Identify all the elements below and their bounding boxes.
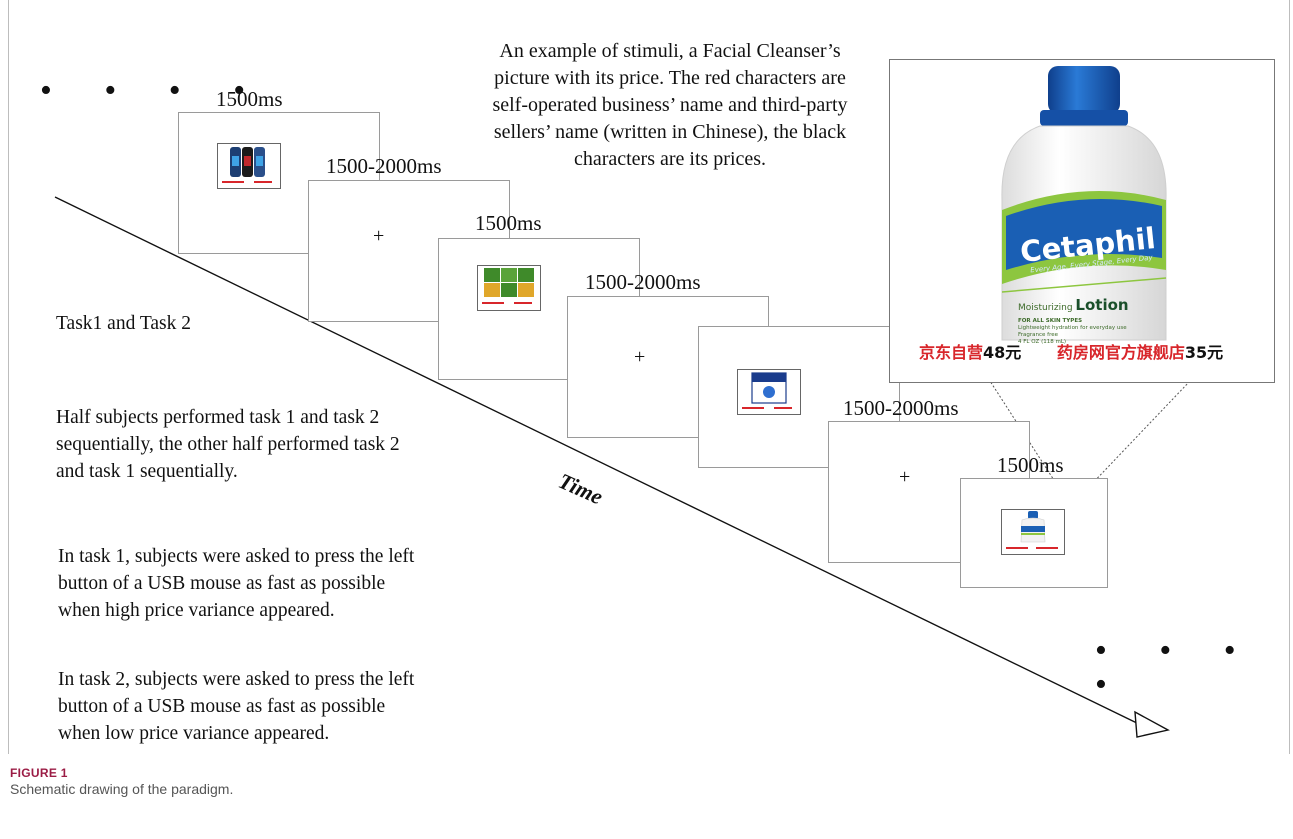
- task1-line: when high price variance appeared.: [58, 600, 335, 621]
- timeline-arrowhead: [1134, 710, 1170, 738]
- task2-line: In task 2, subjects were asked to press …: [58, 669, 415, 690]
- task1-line: button of a USB mouse as fast as possibl…: [58, 573, 386, 594]
- task1-text: In task 1, subjects were asked to press …: [58, 543, 414, 624]
- duration-label: 1500ms: [997, 453, 1064, 477]
- task-order-text: Half subjects performed task 1 and task …: [56, 404, 400, 485]
- fragrance-text: Fragrance free: [1018, 332, 1059, 338]
- product-box-icon: [742, 372, 792, 409]
- task-order-line: Half subjects performed task 1 and task …: [56, 407, 380, 428]
- product-name: Lotion: [1075, 296, 1129, 314]
- duration-label: 1500-2000ms: [585, 270, 701, 294]
- snack-icon: [482, 268, 534, 304]
- product-small-text: FOR ALL SKIN TYPES Lightweight hydration…: [1018, 318, 1127, 346]
- price-line: 京东自营48元 药房网官方旗舰店35元: [919, 339, 1223, 363]
- task2-line: when low price variance appeared.: [58, 723, 330, 744]
- product-line: Moisturizing Lotion: [1018, 296, 1129, 314]
- shower-gel-icon: [222, 147, 272, 183]
- task-order-line: and task 1 sequentially.: [56, 461, 238, 482]
- hydration-text: Lightweight hydration for everyday use: [1018, 325, 1127, 331]
- description-line: picture with its price. The red characte…: [494, 67, 846, 89]
- seller-third-party: 药房网官方旗舰店: [1056, 343, 1185, 362]
- fixation-cross: +: [373, 225, 385, 247]
- task1-line: In task 1, subjects were asked to press …: [58, 546, 415, 567]
- task-heading: Task1 and Task 2: [56, 313, 192, 334]
- figure-frame: [8, 0, 1290, 754]
- zoomed-stimulus: Cetaphil Every Age, Every Stage, Every D…: [889, 59, 1275, 383]
- duration-label: 1500-2000ms: [843, 396, 959, 420]
- description-line: An example of stimuli, a Facial Cleanser…: [499, 40, 841, 62]
- ellipsis-end: • • • •: [1095, 632, 1258, 703]
- timeline-line: [54, 196, 1144, 727]
- description-line: sellers’ name (written in Chinese), the …: [493, 121, 847, 143]
- product-line-text: Moisturizing: [1018, 303, 1073, 313]
- skin-types-text: FOR ALL SKIN TYPES: [1018, 318, 1083, 324]
- figure-caption: Schematic drawing of the paradigm.: [10, 781, 234, 797]
- fixation-cross: +: [634, 346, 646, 368]
- ellipsis-start: • • • •: [40, 72, 268, 109]
- duration-label: 1500ms: [475, 211, 542, 235]
- product-thumbnail: [217, 143, 281, 189]
- fixation-cross: +: [899, 466, 911, 488]
- price-third-party: 35元: [1184, 343, 1224, 362]
- product-thumbnail: [477, 265, 541, 311]
- description-line: self-operated business’ name and third-p…: [492, 94, 848, 116]
- description-line: characters are its prices.: [573, 148, 767, 170]
- figure-label: FIGURE 1: [10, 766, 68, 780]
- duration-label: 1500-2000ms: [326, 154, 442, 178]
- cetaphil-bottle-icon: [1006, 511, 1058, 549]
- task-order-line: sequentially, the other half performed t…: [56, 434, 400, 455]
- stimuli-description: An example of stimuli, a Facial Cleanser…: [440, 38, 900, 173]
- task2-line: button of a USB mouse as fast as possibl…: [58, 696, 386, 717]
- product-thumbnail: [1001, 509, 1065, 555]
- seller-self-operated: 京东自营: [919, 343, 984, 362]
- cetaphil-bottle-illustration: [1001, 66, 1167, 341]
- volume-text: 4 FL OZ (118 mL): [1018, 339, 1067, 345]
- stimulus-frame: [960, 478, 1108, 588]
- task2-text: In task 2, subjects were asked to press …: [58, 666, 414, 747]
- product-thumbnail: [737, 369, 801, 415]
- price-self-operated: 48元: [983, 343, 1022, 362]
- duration-label: 1500ms: [216, 87, 283, 111]
